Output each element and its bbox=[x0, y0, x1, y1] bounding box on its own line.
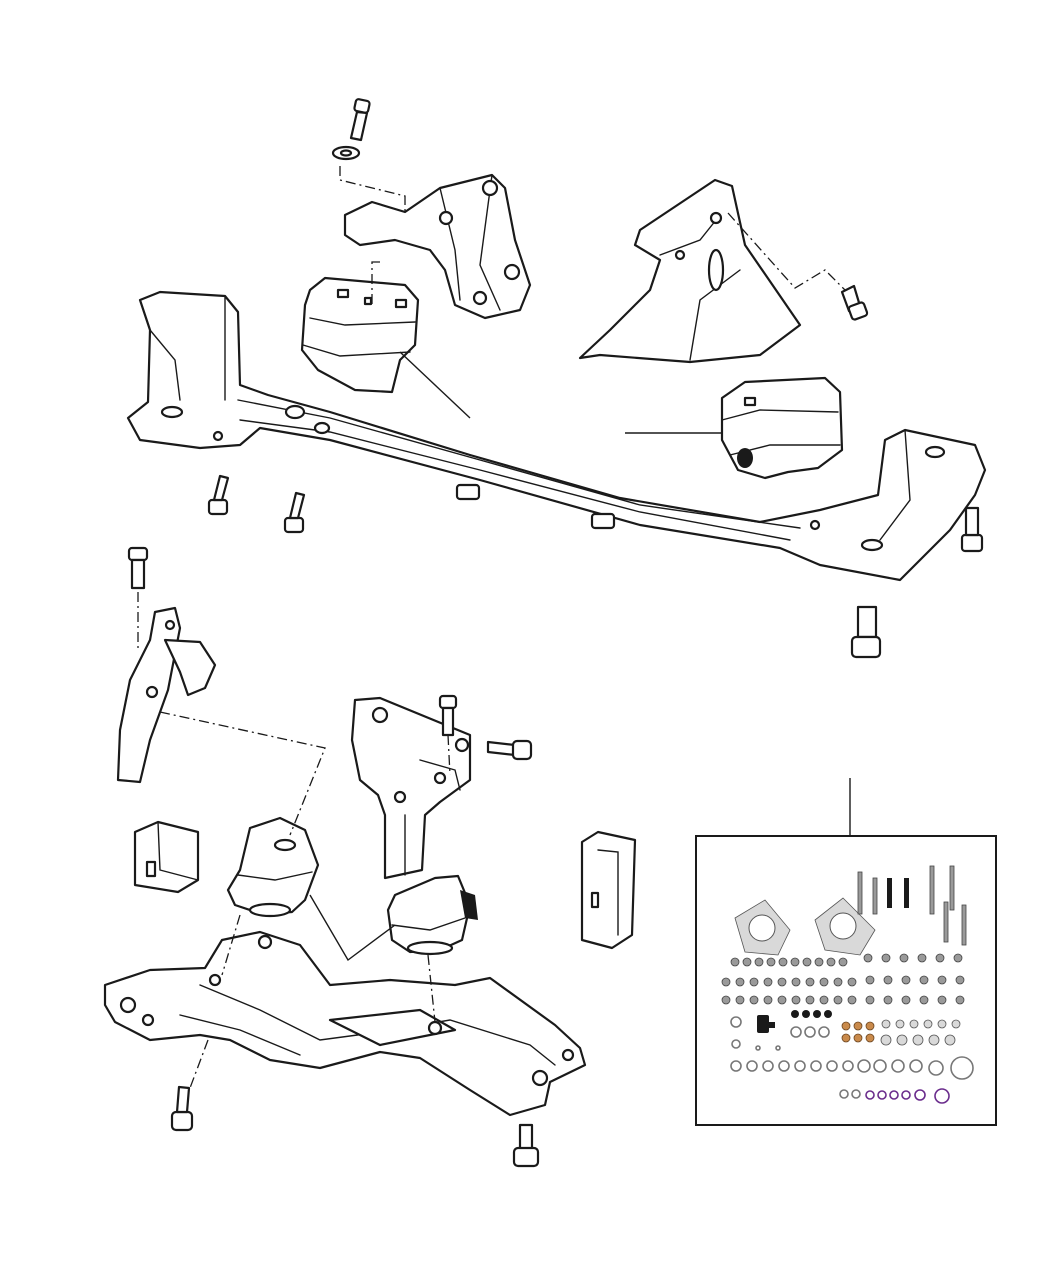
bolt[interactable] bbox=[960, 506, 984, 553]
bolt[interactable] bbox=[850, 605, 882, 659]
bolt[interactable] bbox=[170, 1085, 194, 1132]
left-engine-mount[interactable] bbox=[300, 276, 420, 394]
bolt[interactable] bbox=[512, 1123, 540, 1168]
right-engine-mount-bracket[interactable] bbox=[578, 178, 802, 364]
bolt[interactable] bbox=[127, 546, 149, 590]
rear-mount-right[interactable] bbox=[386, 874, 478, 956]
bolt[interactable] bbox=[486, 739, 533, 761]
bolt[interactable] bbox=[283, 491, 306, 534]
right-engine-mount[interactable] bbox=[720, 376, 844, 480]
fastener-kit-photo-icon bbox=[721, 865, 974, 1104]
washer[interactable] bbox=[331, 145, 361, 161]
rear-subframe[interactable] bbox=[103, 930, 587, 1117]
gearbox-mount-arm[interactable] bbox=[116, 606, 217, 784]
bolt[interactable] bbox=[438, 694, 458, 737]
front-crossmember[interactable] bbox=[126, 290, 987, 582]
rubber-buffer-block-right[interactable] bbox=[580, 830, 637, 950]
left-engine-mount-bracket[interactable] bbox=[343, 173, 532, 320]
bolt[interactable] bbox=[207, 474, 230, 516]
bolt[interactable] bbox=[840, 284, 869, 321]
gearbox-mount-bracket[interactable] bbox=[350, 696, 472, 880]
bolt[interactable] bbox=[349, 98, 371, 142]
rear-mount-left[interactable] bbox=[226, 816, 320, 918]
upper-front-subframe-assembly bbox=[126, 98, 987, 659]
fastener-kit-inset[interactable] bbox=[695, 835, 997, 1126]
rubber-buffer-block-left[interactable] bbox=[133, 820, 200, 894]
lower-rear-subframe-assembly bbox=[103, 592, 851, 1168]
